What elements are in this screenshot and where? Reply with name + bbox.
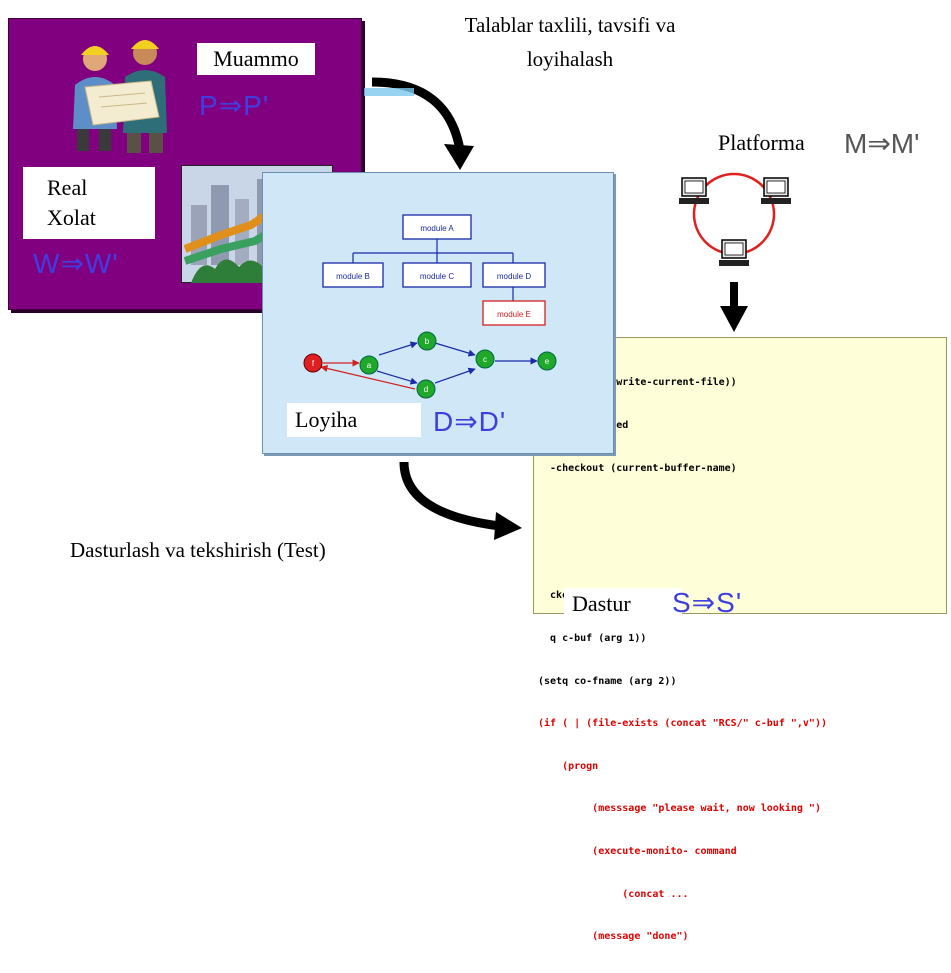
svg-text:e: e <box>545 357 550 366</box>
module-d-box <box>482 262 546 288</box>
code-line <box>538 504 827 518</box>
code-line: (message "done") <box>538 931 689 943</box>
code-line: (if ( | (file-exists (concat "RCS/" c-bu… <box>538 718 827 730</box>
module-e-label: module E <box>497 310 531 319</box>
arrow-testing-icon <box>399 461 501 531</box>
module-a-box <box>402 214 472 240</box>
module-d-label: module D <box>497 272 531 281</box>
svg-text:f: f <box>312 359 315 368</box>
module-a-label: module A <box>420 224 454 233</box>
platform-label: Platforma <box>718 130 805 155</box>
node-c <box>475 349 495 369</box>
code-label: Dastur <box>564 588 682 620</box>
code-line: (execute-monito- command <box>538 845 737 857</box>
problem-label: Muammo <box>197 43 315 75</box>
node-e <box>537 351 557 371</box>
node-f <box>303 353 323 373</box>
svg-text:c: c <box>483 355 487 364</box>
design-diagram: module A module B module C module D modu… <box>303 214 557 399</box>
reality-label-line1: Real <box>47 175 88 200</box>
node-b <box>417 331 437 351</box>
module-c-box <box>402 262 472 288</box>
design-label: Loyiha <box>287 403 421 437</box>
code-line: q c-buf (arg 1)) <box>538 632 647 644</box>
workers-illustration <box>73 40 167 153</box>
computer-icon <box>761 177 791 204</box>
svg-text:b: b <box>425 337 430 346</box>
computer-icon <box>719 239 749 266</box>
problem-slide: Muammo P⇒P' Real Xolat W⇒W' <box>8 18 362 310</box>
module-e-box <box>482 300 546 326</box>
reality-label: Real Xolat <box>23 167 155 239</box>
code-line: (messsage "please wait, now looking ") <box>538 803 821 815</box>
svg-text:a: a <box>367 361 372 370</box>
code-line: (setq co-fname (arg 2)) <box>538 675 677 687</box>
code-line: -checkout (current-buffer-name) <box>538 462 737 474</box>
code-line <box>538 547 827 561</box>
arrow-requirements-icon <box>371 77 465 151</box>
reality-formula: W⇒W' <box>33 248 119 279</box>
platform-formula: M⇒M' <box>844 128 920 159</box>
reality-label-line2: Xolat <box>47 205 96 230</box>
design-slide: module A module B module C module D modu… <box>262 172 614 454</box>
testing-label: Dasturlash va tekshirish (Test) <box>70 538 326 562</box>
svg-text:d: d <box>424 385 428 394</box>
computer-icon <box>679 177 709 204</box>
code-line: (progn <box>538 760 599 772</box>
network-ring-diagram <box>679 172 791 332</box>
module-b-label: module B <box>336 272 370 281</box>
module-c-label: module C <box>420 272 454 281</box>
problem-formula: P⇒P' <box>199 90 270 121</box>
code-line: (concat ... <box>538 888 689 900</box>
node-d <box>416 379 436 399</box>
arrow-down-icon <box>730 282 738 312</box>
requirements-title-line2: loyihalash <box>526 47 614 71</box>
code-formula: S⇒S' <box>672 587 743 618</box>
requirements-title-line1: Talablar taxlili, tavsifi va <box>464 13 676 37</box>
design-formula: D⇒D' <box>433 406 507 437</box>
module-b-box <box>322 262 384 288</box>
requirements-title: Talablar taxlili, tavsifi va loyihalash <box>380 8 760 76</box>
node-a <box>359 355 379 375</box>
